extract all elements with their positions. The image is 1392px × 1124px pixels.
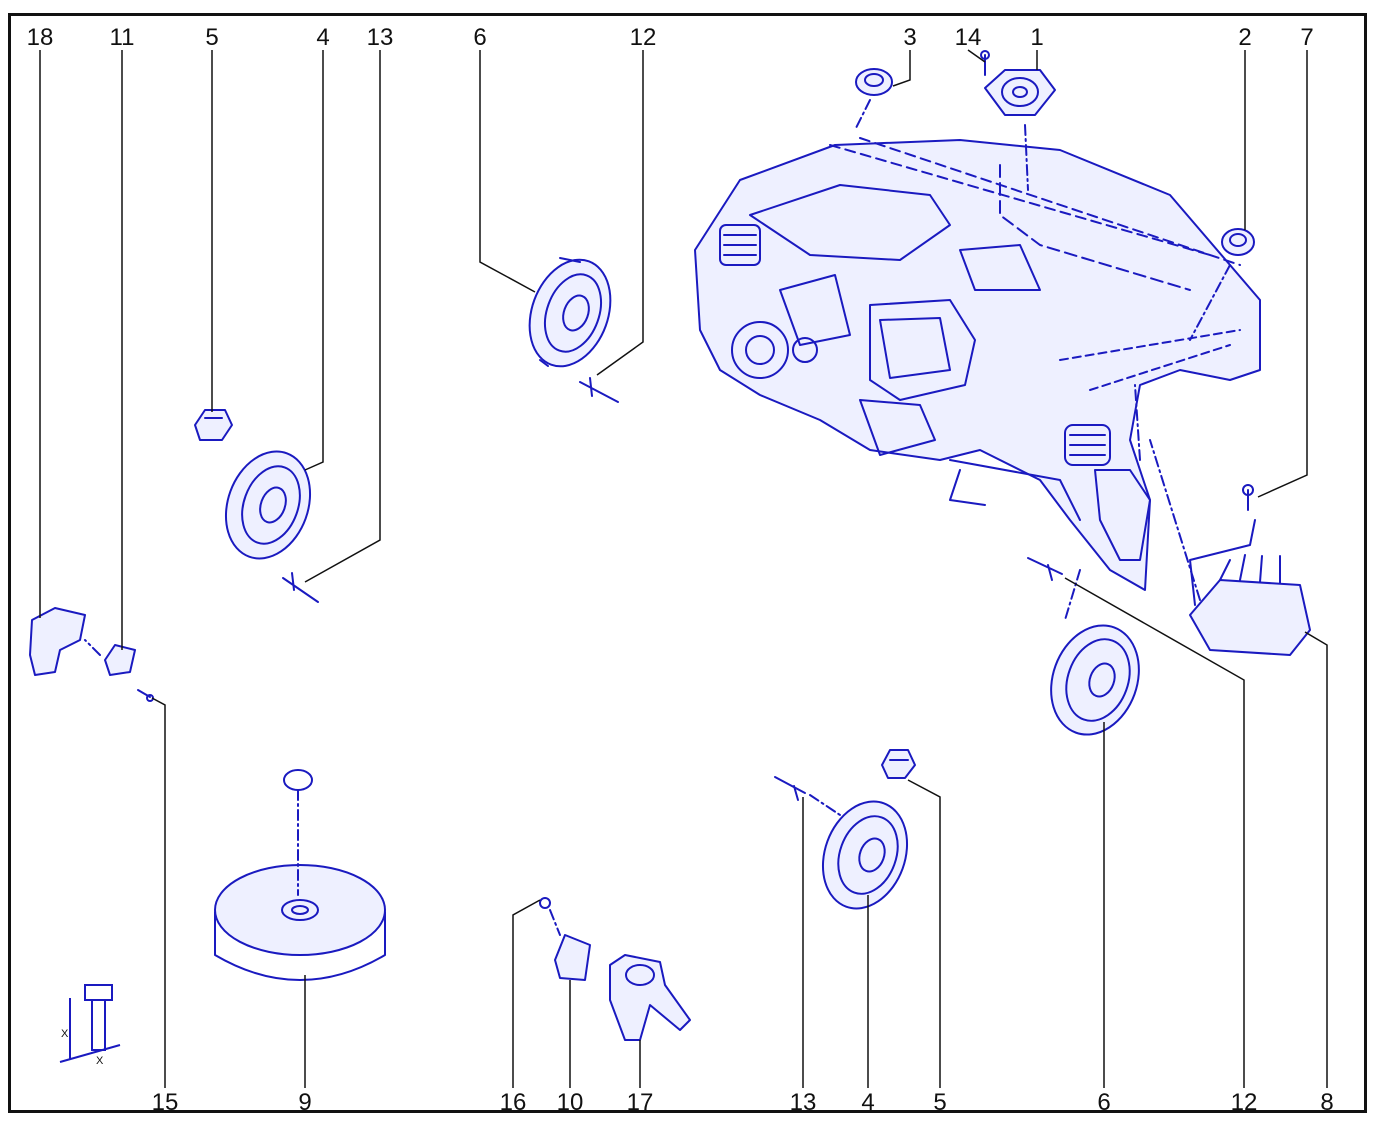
callout-8: 8 <box>1320 1089 1334 1116</box>
speaker-4-upper <box>224 450 312 560</box>
callout-2: 2 <box>1238 24 1252 51</box>
diagram-frame <box>8 13 1367 1113</box>
holder-11 <box>104 644 136 676</box>
speaker-6-lower <box>1050 624 1140 736</box>
callout-17: 17 <box>626 1089 654 1116</box>
subwoofer-9 <box>214 769 386 981</box>
screw-12-upper <box>579 377 619 403</box>
callout-5-bottom: 5 <box>933 1089 947 1116</box>
module-10 <box>554 934 591 981</box>
callout-4-top: 4 <box>316 24 330 51</box>
speaker-6-upper <box>528 257 612 368</box>
callout-10: 10 <box>556 1089 584 1116</box>
callout-1: 1 <box>1030 24 1044 51</box>
callout-6-bottom: 6 <box>1097 1089 1111 1116</box>
fastener-dimension-detail <box>59 984 121 1063</box>
callout-4-bottom: 4 <box>861 1089 875 1116</box>
amplifier-8 <box>1189 519 1311 656</box>
screw-13-lower <box>774 776 806 801</box>
screw-15 <box>137 689 154 702</box>
screw-13-upper <box>282 572 319 603</box>
tweeter-3 <box>855 68 893 96</box>
callout-12-top: 12 <box>629 24 657 51</box>
tweeter-1 <box>984 69 1056 116</box>
callout-13-bottom: 13 <box>789 1089 817 1116</box>
bracket-18 <box>29 607 86 676</box>
callout-16: 16 <box>499 1089 527 1116</box>
callout-6-top: 6 <box>473 24 487 51</box>
dimension-x-vertical: X <box>61 1028 69 1040</box>
callout-18: 18 <box>26 24 54 51</box>
speaker-4-lower <box>821 800 909 910</box>
screw-16 <box>539 897 551 909</box>
tweeter-2 <box>1221 228 1255 256</box>
screw-12-lower <box>1027 557 1063 581</box>
callout-5-top: 5 <box>205 24 219 51</box>
leader-lines <box>39 49 1328 1088</box>
callout-9: 9 <box>298 1089 312 1116</box>
connector-5-lower <box>881 749 916 779</box>
callout-12-bottom: 12 <box>1230 1089 1258 1116</box>
callout-14: 14 <box>954 24 982 51</box>
callout-11: 11 <box>109 24 135 51</box>
callout-15: 15 <box>151 1089 179 1116</box>
screw-14 <box>980 50 990 76</box>
bracket-17 <box>609 954 691 1041</box>
dashboard-panel <box>694 137 1261 591</box>
screw-7 <box>1242 484 1254 511</box>
connector-5-upper <box>194 409 233 441</box>
callout-3: 3 <box>903 24 917 51</box>
callout-13-top: 13 <box>366 24 394 51</box>
dimension-x-horizontal: X <box>96 1055 104 1067</box>
callout-7: 7 <box>1300 24 1314 51</box>
